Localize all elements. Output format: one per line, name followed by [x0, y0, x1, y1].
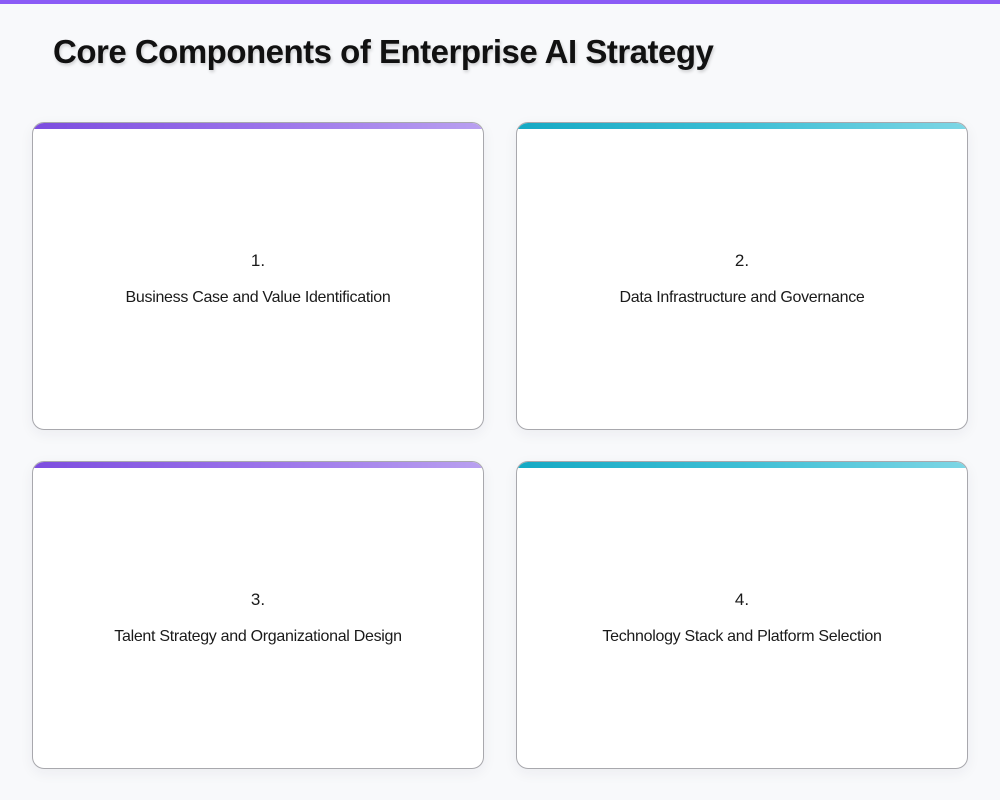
- component-card-business-case: 1. Business Case and Value Identificatio…: [32, 122, 484, 430]
- card-number: 1.: [250, 251, 266, 270]
- card-accent-bar: [517, 123, 967, 129]
- page-title: Core Components of Enterprise AI Strateg…: [53, 33, 714, 70]
- component-card-technology-stack: 4. Technology Stack and Platform Selecti…: [516, 461, 968, 769]
- card-content: 4. Technology Stack and Platform Selecti…: [517, 462, 967, 768]
- card-label: Data Infrastructure and Governance: [619, 289, 865, 306]
- card-content: 3. Talent Strategy and Organizational De…: [33, 462, 483, 768]
- card-accent-bar: [517, 462, 967, 468]
- card-number: 2.: [734, 251, 750, 270]
- card-content: 1. Business Case and Value Identificatio…: [33, 123, 483, 429]
- card-label: Technology Stack and Platform Selection: [602, 628, 882, 645]
- card-label: Talent Strategy and Organizational Desig…: [114, 628, 402, 645]
- card-number: 4.: [734, 590, 750, 609]
- component-card-data-infrastructure: 2. Data Infrastructure and Governance: [516, 122, 968, 430]
- card-number: 3.: [250, 590, 266, 609]
- card-accent-bar: [33, 123, 483, 129]
- card-label: Business Case and Value Identification: [125, 289, 391, 306]
- component-card-talent-strategy: 3. Talent Strategy and Organizational De…: [32, 461, 484, 769]
- top-accent-bar: [0, 0, 1000, 4]
- card-accent-bar: [33, 462, 483, 468]
- card-content: 2. Data Infrastructure and Governance: [517, 123, 967, 429]
